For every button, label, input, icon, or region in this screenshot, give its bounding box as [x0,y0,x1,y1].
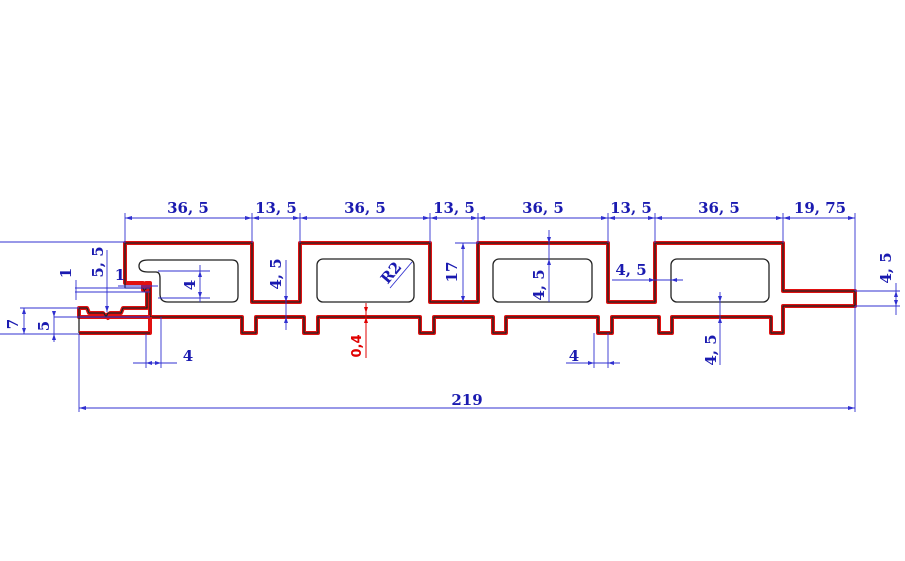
tolerance-0-4: 0,4 [350,334,365,357]
dim-foot-4-left: 4 [183,347,193,365]
chamber-2 [316,258,415,303]
top-dimensions: 36, 5 13, 5 36, 5 13, 5 36, 5 13, 5 36, … [124,199,856,291]
dim-tongue-4-5: 4, 5 [877,252,895,283]
dim-19-75: 19, 75 [794,199,846,217]
dim-wall-4-5-c: 4, 5 [615,261,646,279]
dim-13-5-a: 13, 5 [255,199,297,217]
dim-4-hole: 4 [181,280,199,290]
dim-wall-4-5-b: 4, 5 [530,269,548,300]
dim-36-5-a: 36, 5 [167,199,209,217]
left-dimensions: 7 5 1 5, 5 1 4 [0,241,210,342]
dim-5-5: 5, 5 [89,246,107,277]
dim-5: 5 [35,321,53,331]
radius-r2: R2 [377,258,406,287]
profile-outline [77,241,857,335]
dim-36-5-b: 36, 5 [344,199,386,217]
dim-foot-4-right: 4 [569,347,579,365]
dim-36-5-c: 36, 5 [522,199,564,217]
groove-lip [77,290,150,320]
dim-1-vertical: 1 [57,268,75,278]
dim-1-horizontal: 1 [115,266,125,284]
bottom-dimensions: 4 4 0,4 219 [78,303,856,412]
dim-13-5-c: 13, 5 [610,199,652,217]
dim-overall-219: 219 [451,391,482,409]
dim-13-5-b: 13, 5 [433,199,475,217]
dim-foot-4-5: 4, 5 [702,334,720,365]
dim-wall-4-5-a: 4, 5 [267,258,285,289]
dim-groove-17: 17 [443,262,461,283]
chamber-3 [492,258,593,303]
dim-7: 7 [4,319,22,329]
dim-36-5-d: 36, 5 [698,199,740,217]
chamber-1 [138,259,239,303]
